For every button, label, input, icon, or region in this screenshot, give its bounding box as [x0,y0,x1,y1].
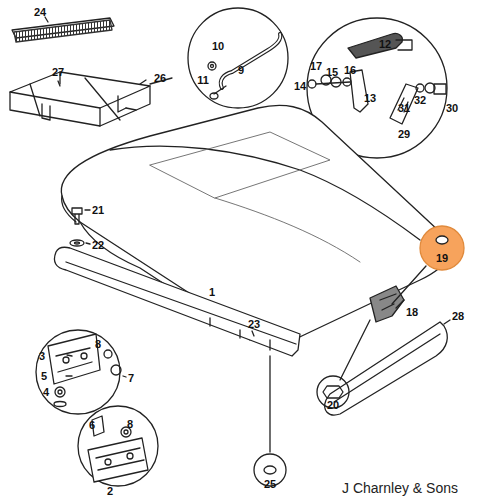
callout-number: 3 [39,351,45,362]
callout-number: 8 [127,419,133,430]
callout-number: 27 [52,67,64,78]
callout-number: 2 [107,485,113,496]
callout-number: 23 [248,319,260,330]
callout-number: 11 [197,75,209,86]
hinge-detail [78,406,158,486]
roof-box [61,105,448,341]
callout-number: 1 [209,287,215,298]
watermark: J Charnley & Sons [342,481,458,495]
callout-number: 8 [95,339,101,350]
callout-number: 16 [344,65,356,76]
callout-number: 14 [294,81,306,92]
callout-number: 18 [406,307,418,318]
callout-number: 19 [436,253,448,264]
callout-number: 4 [43,387,49,398]
callout-number: 20 [327,400,339,411]
callout-number: 15 [326,67,338,78]
nut-detail [317,320,370,408]
seal-strip [12,17,114,42]
callout-number: 32 [414,95,426,106]
callout-number: 31 [398,103,410,114]
callout-number: 6 [89,420,95,431]
handle-detail [188,8,288,108]
callout-number: 17 [310,61,322,72]
end-rail [325,320,450,415]
cap-detail [392,226,464,304]
callout-number: 25 [264,479,276,490]
callout-number: 24 [34,7,46,18]
hinge-detail [36,330,126,414]
callout-number: 29 [398,129,410,140]
callout-number: 12 [379,39,391,50]
callout-number: 21 [92,205,104,216]
callout-number: 7 [128,373,134,384]
callout-number: 26 [154,73,166,84]
callout-number: 30 [446,103,458,114]
roof-rack-frame [10,72,150,126]
callout-number: 9 [238,65,244,76]
catch [370,286,404,322]
callout-number: 13 [364,93,376,104]
callout-number: 28 [452,311,464,322]
callout-number: 10 [212,41,224,52]
callout-number: 5 [41,371,47,382]
bolt [70,208,90,246]
callout-number: 22 [92,240,104,251]
